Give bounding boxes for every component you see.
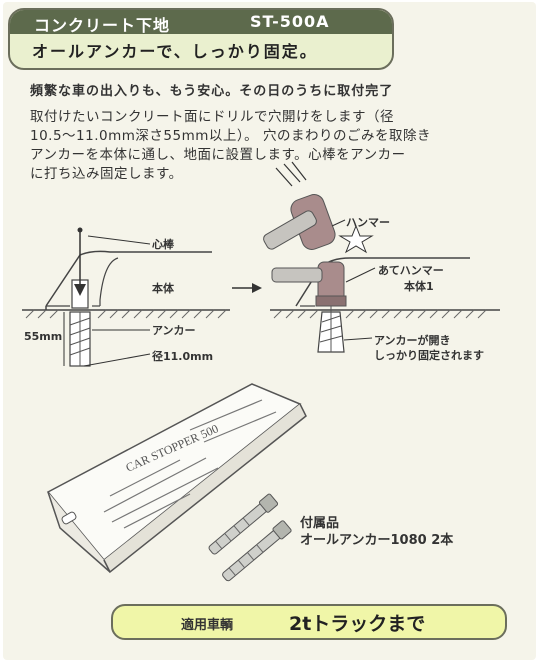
header-title: コンクリート下地 [34, 16, 171, 35]
left-diagram [22, 227, 230, 367]
impact-star-icon [338, 224, 374, 254]
hammer-icon [263, 194, 336, 250]
label-anchor: アンカー [152, 324, 196, 337]
header-title-bar [10, 10, 392, 34]
accessory-item: オールアンカー1080 2本 [300, 533, 454, 548]
label-body-1: 本体1 [404, 280, 434, 293]
product-illustration: CAR STOPPER 500 [46, 383, 307, 574]
description-line: 10.5〜11.0mm深さ55mm以上）。 穴のまわりのごみを取除き [30, 128, 431, 144]
description-line: 取付けたいコンクリート面にドリルで穴開けをします（径 [30, 109, 394, 125]
anchor-bolts-icon [208, 493, 292, 582]
description-line: アンカーを本体に通し、地面に設置します。心棒をアンカー [30, 147, 406, 163]
label-backing-hammer: あてハンマー [378, 264, 444, 277]
header-panel: コンクリート下地 ST-500A オールアンカーで、しっかり固定。 [8, 8, 394, 70]
footer-value: 2tトラックまで [289, 613, 426, 635]
label-diameter: 径11.0mm [152, 350, 214, 363]
car-stopper-body [45, 250, 212, 307]
tagline: 頻繁な車の出入りも、もう安心。その日のうちに取付完了 [30, 84, 394, 99]
label-anchor-fixed: しっかり固定されます [374, 349, 484, 362]
description: 取付けたいコンクリート面にドリルで穴開けをします（径 10.5〜11.0mm深さ… [30, 108, 518, 184]
accessory-info: 付属品 オールアンカー1080 2本 [300, 515, 453, 549]
model-number: ST-500A [250, 12, 330, 31]
label-anchor-open: アンカーが開き [374, 334, 451, 347]
right-diagram [263, 161, 500, 353]
description-line: に打ち込み固定します。 [30, 166, 183, 182]
accessory-title: 付属品 [300, 516, 340, 531]
label-core-pin: 心棒 [152, 238, 174, 251]
label-hammer: ハンマー [346, 216, 390, 229]
header-subtitle: オールアンカーで、しっかり固定。 [32, 42, 318, 61]
footer-label: 適用車輌 [181, 618, 234, 633]
label-depth: 55mm [24, 330, 63, 343]
label-body: 本体 [152, 282, 174, 295]
footer-panel: 適用車輌 2tトラックまで [111, 604, 507, 640]
